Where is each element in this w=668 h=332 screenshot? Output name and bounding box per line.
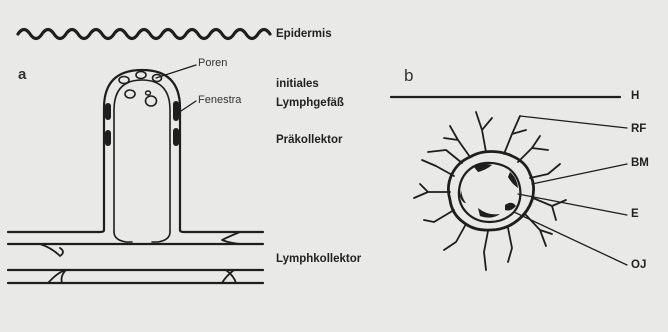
label-lymphgefaess: Lymphgefäß	[276, 98, 344, 110]
endothelium-ring	[459, 163, 521, 222]
label-panel-b: b	[404, 67, 413, 84]
label-panel-a: a	[18, 67, 26, 82]
pore	[125, 90, 135, 98]
epidermis-wave	[18, 30, 270, 39]
vessel-junction-right	[180, 230, 263, 232]
initial-vessel-outer-wall	[104, 70, 180, 230]
pore	[146, 91, 151, 95]
vessel-junction-left	[8, 230, 104, 232]
fenestra	[105, 130, 111, 146]
label-h: H	[631, 91, 639, 103]
pore	[136, 72, 146, 79]
label-poren: Poren	[198, 58, 227, 69]
endothelial-cell	[505, 203, 516, 211]
endothelial-cell	[478, 208, 500, 218]
fenestra	[105, 103, 111, 120]
fenestra	[173, 101, 179, 121]
endothelial-cell	[508, 172, 518, 188]
vessel-junction-left-inner	[114, 232, 132, 242]
label-fenestra: Fenestra	[198, 95, 241, 106]
pore	[119, 77, 129, 84]
label-epidermis: Epidermis	[276, 29, 332, 41]
vessel-junction-right-inner	[152, 232, 170, 242]
collector-valve-left	[48, 270, 66, 283]
initial-vessel-inner-wall	[114, 80, 170, 232]
label-e: E	[631, 209, 639, 221]
leader-poren	[156, 65, 196, 78]
precollector-valve-left	[40, 244, 63, 256]
leader-rf	[520, 116, 627, 128]
pore	[146, 96, 157, 106]
leader-oj	[514, 212, 627, 265]
precollector-valve-right	[222, 232, 244, 244]
label-lymphkollektor: Lymphkollektor	[276, 254, 361, 266]
fenestra	[173, 128, 179, 146]
leader-e	[518, 194, 627, 215]
collector-valve-right	[222, 270, 236, 283]
label-oj: OJ	[631, 260, 646, 272]
label-initiales: initiales	[276, 79, 319, 91]
label-praekollektor: Präkollektor	[276, 135, 342, 147]
label-bm: BM	[631, 158, 649, 170]
anchoring-filaments	[414, 112, 566, 270]
label-rf: RF	[631, 124, 646, 136]
